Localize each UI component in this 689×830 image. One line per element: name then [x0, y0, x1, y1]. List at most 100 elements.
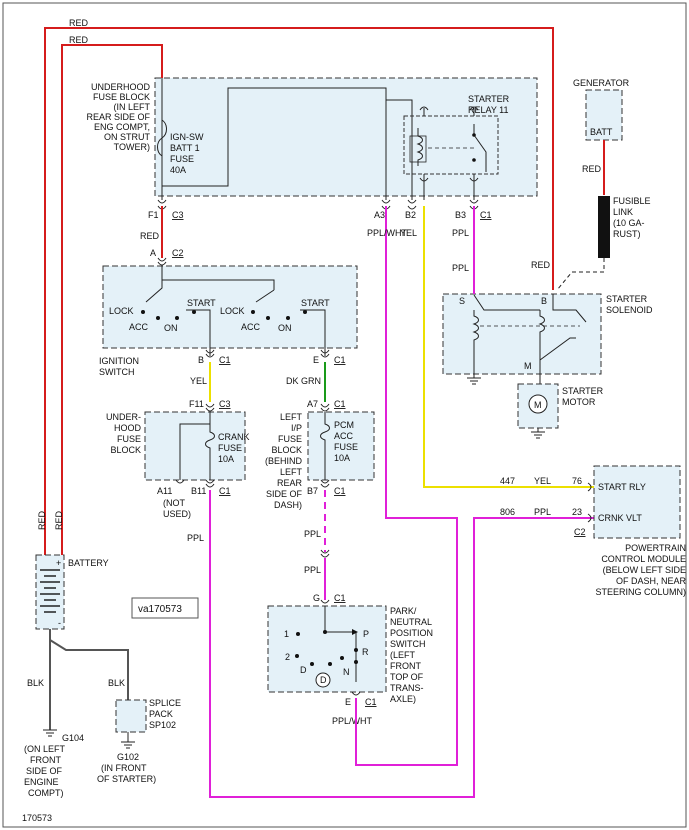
- pnp-internal-wire: [324, 606, 357, 682]
- svg-text:STARTER: STARTER: [606, 294, 648, 304]
- ign-pin-c1-b: C1: [219, 355, 231, 365]
- svg-text:TOWER): TOWER): [114, 142, 150, 152]
- svg-text:(LEFT: (LEFT: [390, 650, 416, 660]
- svg-text:REAR: REAR: [277, 478, 303, 488]
- blk-wire-g102: [49, 639, 129, 700]
- wire-label-pplwht-pnp-1: PPL/WHT: [332, 716, 373, 726]
- ign-pin-c2: C2: [172, 248, 184, 258]
- wire-label-ppl-ip-1: PPL: [304, 529, 321, 539]
- relay-connector-icon-2: [469, 106, 479, 111]
- wire-label-ppl-b3: PPL: [452, 228, 469, 238]
- svg-text:HOOD: HOOD: [114, 423, 142, 433]
- svg-text:(BELOW LEFT SIDE: (BELOW LEFT SIDE: [603, 565, 686, 575]
- battery-label: BATTERY: [68, 558, 109, 568]
- ign-fuse-symbol: [157, 119, 167, 157]
- svg-text:STEERING COLUMN): STEERING COLUMN): [595, 587, 686, 597]
- ign-acc-2: ACC: [241, 322, 261, 332]
- ign-connector-b-icon: [205, 349, 215, 358]
- svg-text:NEUTRAL: NEUTRAL: [390, 617, 432, 627]
- svg-text:ACC: ACC: [334, 431, 354, 441]
- svg-text:POSITION: POSITION: [390, 628, 433, 638]
- ign-start-out-1: [186, 309, 211, 356]
- pcm-box: [593, 465, 681, 539]
- svg-text:CRANK: CRANK: [218, 432, 250, 442]
- battery-cells-icon: [40, 569, 60, 613]
- svg-text:(ON LEFT: (ON LEFT: [24, 744, 66, 754]
- relay-contact-dot: [472, 133, 476, 137]
- crank-fuse-label: CRANK FUSE 10A: [218, 432, 250, 464]
- pnp-pin-g: G: [313, 593, 320, 603]
- svg-text:OF DASH, NEAR: OF DASH, NEAR: [616, 576, 687, 586]
- svg-text:BATT 1: BATT 1: [170, 143, 200, 153]
- uh2-connector-top-icon: [205, 403, 215, 412]
- ign-lock-2: LOCK: [220, 306, 245, 316]
- solenoid-contact-2-icon: [539, 337, 576, 361]
- wire-circuit-447: 447: [500, 476, 515, 486]
- svg-text:(BEHIND: (BEHIND: [265, 456, 303, 466]
- ign-pin-c1-e: C1: [334, 355, 346, 365]
- wire-label-yel-pcm: YEL: [534, 476, 551, 486]
- svg-text:CONTROL MODULE: CONTROL MODULE: [601, 554, 686, 564]
- svg-text:LEFT: LEFT: [280, 467, 303, 477]
- svg-text:FUSE: FUSE: [218, 443, 242, 453]
- starter-solenoid: [442, 293, 602, 375]
- solenoid-pin-s: S: [459, 296, 465, 306]
- svg-text:SOLENOID: SOLENOID: [606, 305, 653, 315]
- pcm-connector-2-icon: [587, 513, 592, 523]
- g104-ground-icon: [43, 729, 57, 737]
- svg-text:POWERTRAIN: POWERTRAIN: [625, 543, 686, 553]
- ign-connector-a-icon: [157, 257, 167, 266]
- pcm-acc-fuse-label: PCM ACC FUSE 10A: [334, 420, 358, 463]
- underhood-fuse-block: [154, 77, 538, 197]
- svg-text:UNDER-: UNDER-: [106, 412, 141, 422]
- pnp-d-circle-label: D: [320, 675, 327, 685]
- wire-label-blk-1: BLK: [27, 678, 44, 688]
- starter-motor-symbol: M: [534, 400, 542, 410]
- pin-a3: A3: [374, 210, 385, 220]
- svg-text:PACK: PACK: [149, 709, 173, 719]
- svg-text:(IN FRONT: (IN FRONT: [101, 763, 147, 773]
- pcm-acc-fuse-symbol: [320, 412, 330, 480]
- pplwht-wire-a3-pnp: [355, 206, 458, 766]
- crank-fuse-block: [144, 411, 246, 481]
- uh2-pin-b11: B11: [191, 486, 206, 496]
- relay-feed-wire: [386, 99, 413, 200]
- pcm-connector-1-icon: [587, 482, 592, 492]
- ign-pin-a: A: [150, 248, 156, 258]
- svg-text:SP102: SP102: [149, 720, 176, 730]
- starter-relay: [403, 115, 499, 175]
- svg-text:BLOCK: BLOCK: [271, 445, 302, 455]
- relay-connector-icon-4: [469, 177, 479, 182]
- svg-text:(IN LEFT: (IN LEFT: [113, 102, 150, 112]
- wire-label-yel: YEL: [190, 376, 207, 386]
- pnp-pos-n: N: [343, 667, 350, 677]
- red-wire-outer: [44, 27, 554, 555]
- ip-fuse-block-label: LEFT I/P FUSE BLOCK (BEHIND LEFT REAR SI…: [265, 412, 303, 510]
- ip-pin-a7: A7: [307, 399, 318, 409]
- svg-text:RELAY 11: RELAY 11: [468, 105, 509, 115]
- uh2-pin-c3: C3: [219, 399, 231, 409]
- uh2-connector-a11-icon: [175, 479, 185, 484]
- ign-acc-1: ACC: [129, 322, 149, 332]
- solenoid-pin-m: M: [524, 361, 532, 371]
- svg-text:REAR SIDE OF: REAR SIDE OF: [86, 112, 150, 122]
- svg-text:COMPT): COMPT): [28, 788, 64, 798]
- starter-motor-icon: [528, 394, 548, 414]
- ip-connector-bot-icon: [320, 479, 330, 488]
- wire-circuit-806: 806: [500, 507, 515, 517]
- relay-connector-icon-3: [419, 177, 429, 182]
- svg-text:BLOCK: BLOCK: [110, 445, 141, 455]
- pnp-pos-r: R: [362, 647, 369, 657]
- pnp-switch-label: PARK/ NEUTRAL POSITION SWITCH (LEFT FRON…: [390, 606, 433, 704]
- fusible-link-lead: [556, 258, 605, 291]
- ign-start-out-2: [300, 309, 326, 356]
- splice-pack-label: SPLICE PACK SP102: [149, 698, 181, 730]
- svg-text:OF STARTER): OF STARTER): [97, 774, 156, 784]
- ign-pin-b: B: [198, 355, 204, 365]
- crank-fuse-block-label: UNDER- HOOD FUSE BLOCK: [106, 412, 142, 455]
- g104-label: G104 (ON LEFT FRONT SIDE OF ENGINE COMPT…: [24, 733, 84, 798]
- svg-text:PCM: PCM: [334, 420, 354, 430]
- svg-text:SPLICE: SPLICE: [149, 698, 181, 708]
- solenoid-internal-wire: [473, 294, 540, 311]
